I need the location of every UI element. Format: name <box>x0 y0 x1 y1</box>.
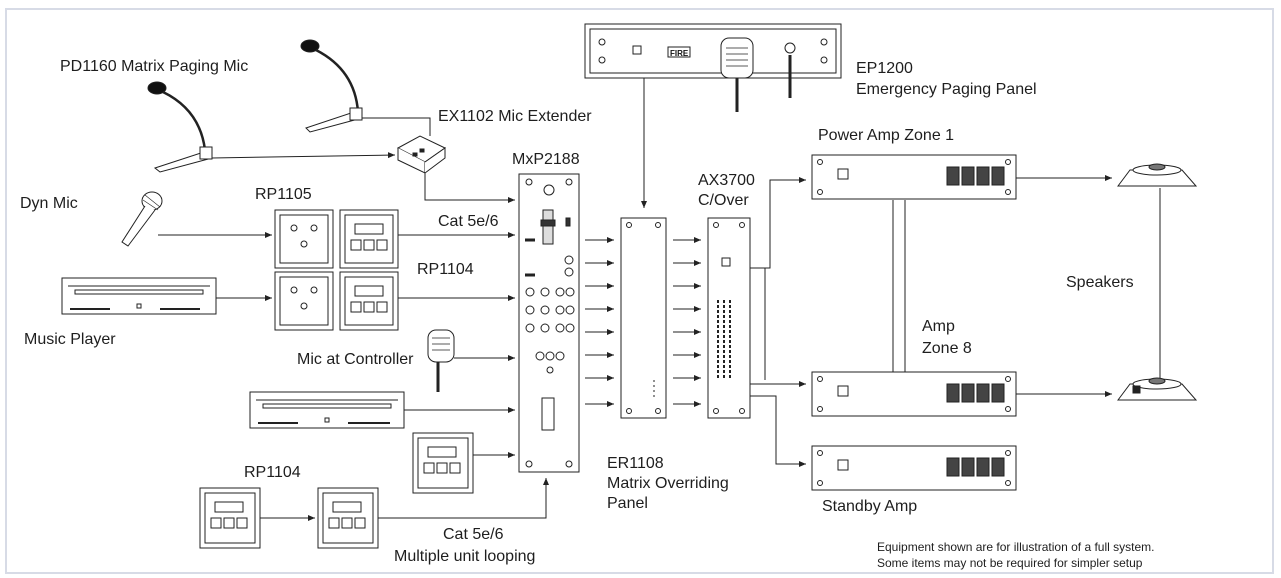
pd1160-mic-1 <box>147 81 213 173</box>
rp1105-panel <box>274 209 399 269</box>
zone8-label: Zone 8 <box>922 340 972 357</box>
rp1104-top-label: RP1104 <box>417 261 474 278</box>
ax3700-subtitle: C/Over <box>698 192 749 209</box>
mic-controller-label: Mic at Controller <box>297 351 414 368</box>
controller-handheld-mic <box>427 329 455 392</box>
dyn-mic <box>121 191 163 247</box>
power-amp-label: Power Amp Zone 1 <box>818 127 955 144</box>
ax3700-label: AX3700 <box>698 172 755 189</box>
ax3700-changeover <box>707 217 751 419</box>
er1108-label: ER1108 <box>607 455 664 472</box>
er1108-panel <box>620 217 667 419</box>
cat-bottom-label: Cat 5e/6 <box>443 526 504 543</box>
ep1200-label: EP1200 <box>856 60 913 77</box>
ep1200-paging-panel <box>584 23 842 112</box>
fire-button-label: FIRE <box>670 49 689 58</box>
mxp2188-controller <box>518 173 580 473</box>
rp1104-bottom-label: RP1104 <box>244 464 301 481</box>
ex1102-label: EX1102 Mic Extender <box>438 108 592 125</box>
pd1160-label: PD1160 Matrix Paging Mic <box>60 58 249 75</box>
standby-amp-label: Standby Amp <box>822 498 918 515</box>
ep1200-subtitle: Emergency Paging Panel <box>856 81 1037 98</box>
er1108-subtitle: Matrix Overriding <box>607 475 729 492</box>
power-amp-zone-8 <box>811 371 1017 417</box>
dyn-mic-label: Dyn Mic <box>20 195 78 212</box>
mxp-to-er1108-links <box>585 237 614 407</box>
music-player <box>61 277 217 315</box>
speakers-label: Speakers <box>1066 274 1134 291</box>
disclaimer-note-2: Some items may not be required for simpl… <box>877 556 1143 570</box>
ceiling-speaker-2 <box>1117 377 1198 401</box>
disclaimer-note-1: Equipment shown are for illustration of … <box>877 540 1155 554</box>
standby-amp <box>811 445 1017 491</box>
rp1104-panel-bottom <box>199 487 379 549</box>
second-media-player <box>249 391 405 429</box>
cat-top-label: Cat 5e/6 <box>438 213 499 230</box>
looping-label: Multiple unit looping <box>394 548 536 565</box>
music-player-label: Music Player <box>24 331 116 348</box>
pd1160-mic-2 <box>300 39 363 133</box>
power-amp-zone-1 <box>811 154 1017 200</box>
rp1105-label: RP1105 <box>255 186 312 203</box>
amp-label: Amp <box>922 318 955 335</box>
ceiling-speaker-1 <box>1117 163 1198 187</box>
ex1102-mic-extender <box>396 135 446 174</box>
er1108-to-ax3700-links <box>673 237 701 407</box>
rp1104-panel-top <box>274 271 399 331</box>
rp-panel-controller <box>412 432 474 494</box>
mxp2188-label: MxP2188 <box>512 151 580 168</box>
er1108-subtitle-2: Panel <box>607 495 648 512</box>
